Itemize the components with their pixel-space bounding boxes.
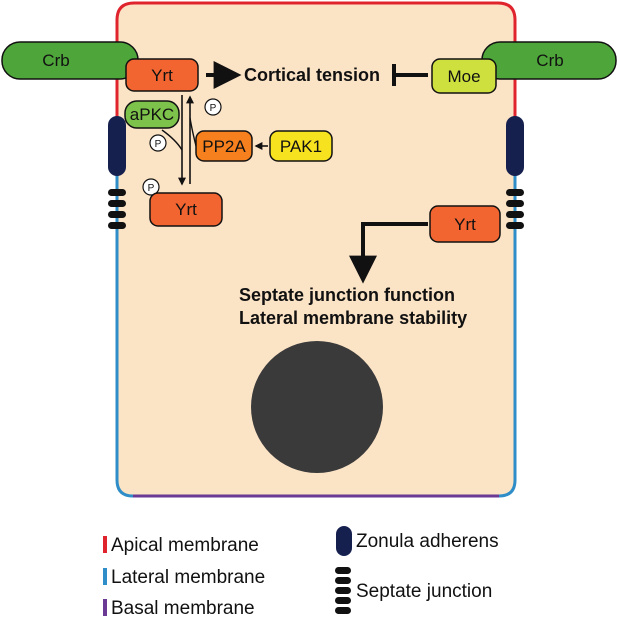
pak1-label: PAK1 <box>280 137 322 156</box>
cortical-tension-label: Cortical tension <box>244 65 380 85</box>
phospho-circle-top <box>204 98 222 116</box>
apkc-node <box>124 100 180 129</box>
lateral-stability-label: Lateral membrane stability <box>239 308 467 328</box>
legend-septate-label: Septate junction <box>356 581 492 602</box>
phospho-circle-yrt <box>142 178 160 196</box>
legend-zonula-label: Zonula adherens <box>356 531 499 552</box>
yrt-phospho-label: Yrt <box>175 200 197 219</box>
cell-cytoplasm <box>117 3 515 496</box>
phospho-label-yrt: P <box>148 183 155 194</box>
crb-left-label: Crb <box>42 51 69 70</box>
moe-node <box>431 58 497 94</box>
moe-label: Moe <box>447 67 480 86</box>
yrt-apical-label: Yrt <box>151 66 173 85</box>
zonula-adherens-right <box>506 116 524 176</box>
apkc-catalysis-curve <box>161 129 183 151</box>
phospho-label-middle: P <box>155 139 162 150</box>
apical-membrane <box>115 1 517 120</box>
arrow-yrt-to-septate <box>349 222 428 284</box>
legend-apical-swatch <box>103 536 107 553</box>
lateral-membrane-right <box>498 120 517 498</box>
septate-junction-right <box>506 189 524 229</box>
lateral-membrane-left <box>115 120 134 498</box>
zonula-adherens-left <box>108 116 126 176</box>
legend-zonula-swatch <box>336 526 352 556</box>
legend-septate-swatch <box>335 567 351 614</box>
legend-lateral-label: Lateral membrane <box>111 567 265 588</box>
legend-apical-label: Apical membrane <box>111 535 259 556</box>
nucleus <box>251 341 383 473</box>
pp2a-catalysis-curve <box>189 117 197 147</box>
crb-left-node <box>1 41 139 80</box>
phospho-label-top: P <box>210 103 217 114</box>
pp2a-label: PP2A <box>202 137 246 156</box>
septate-junction-left <box>108 189 126 229</box>
legend-basal-swatch <box>103 599 107 616</box>
legend-basal-label: Basal membrane <box>111 598 255 619</box>
yrt-lateral-node <box>429 205 501 243</box>
pak1-node <box>269 130 333 162</box>
phospho-circle-middle <box>149 134 167 152</box>
yrt-apical-node <box>125 58 199 92</box>
septate-function-label: Septate junction function <box>239 285 455 305</box>
crb-right-label: Crb <box>536 51 563 70</box>
apkc-label: aPKC <box>130 105 174 124</box>
yrt-phospho-node <box>149 192 223 227</box>
yrt-lateral-label: Yrt <box>454 215 476 234</box>
legend-lateral-swatch <box>103 568 107 585</box>
